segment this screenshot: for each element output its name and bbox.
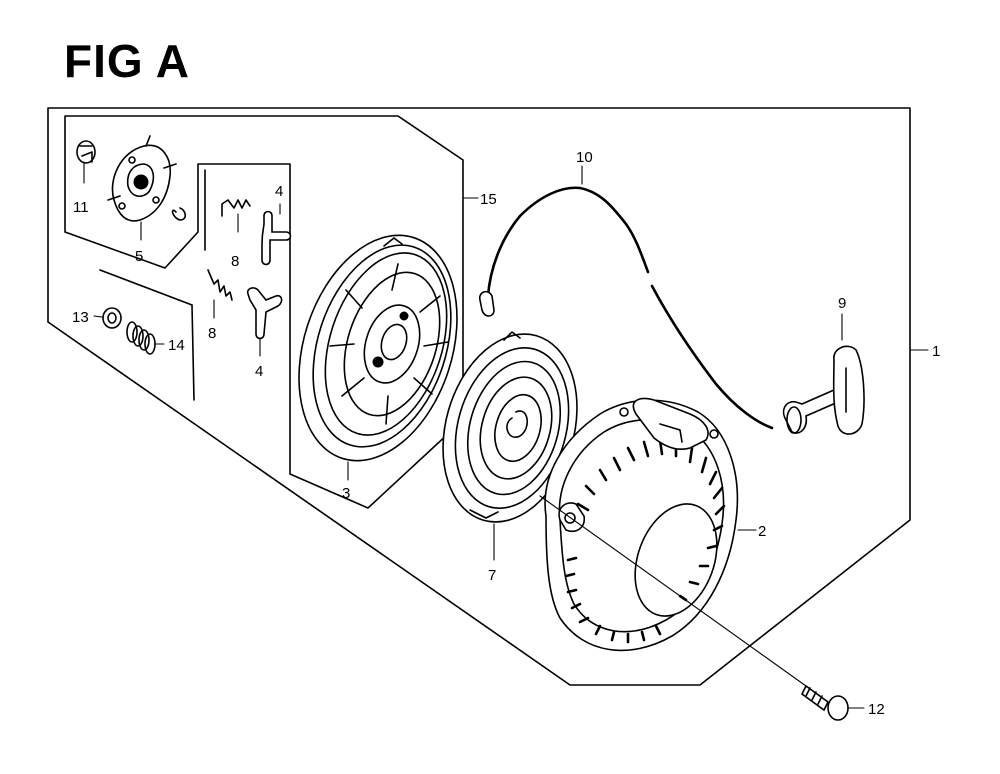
- friction-spring-part: [126, 321, 165, 355]
- reel-subassembly-outline: [64, 115, 464, 509]
- starter-reel-part: [298, 234, 458, 481]
- callout-label: 7: [488, 567, 496, 584]
- callout-label: 4: [275, 183, 283, 200]
- callout-label: 13: [72, 309, 89, 326]
- flange-bolt-part: [539, 495, 865, 721]
- ratchet-spring-upper-part: [221, 199, 251, 233]
- callout-label: 1: [932, 343, 940, 360]
- callout-label: 2: [758, 523, 766, 540]
- callout-label: 5: [135, 248, 143, 265]
- hardware-divider-tick: [191, 304, 195, 401]
- starter-rope-part: [478, 165, 774, 430]
- friction-plate-part: [93, 307, 122, 329]
- callout-label: 12: [868, 701, 885, 718]
- ratchet-lower-part: [246, 287, 283, 357]
- callout-label: 15: [480, 191, 497, 208]
- callout-label: 8: [231, 253, 239, 270]
- hardware-divider-line: [99, 269, 193, 306]
- ratchet-upper-part: [261, 203, 292, 266]
- callout-label: 10: [576, 149, 593, 166]
- callout-label: 11: [73, 199, 89, 216]
- setting-bolt-part: [76, 140, 96, 184]
- figure-title: FIG A: [64, 35, 190, 87]
- ratchet-spring-lower-part: [207, 269, 233, 319]
- callout-label: 8: [208, 325, 216, 342]
- ratchet-guide-part: [107, 135, 187, 241]
- callout-label: 9: [838, 295, 846, 312]
- recoil-spring-part: [442, 331, 578, 561]
- callout-label: 4: [255, 363, 263, 380]
- starter-case-part: [544, 397, 757, 652]
- callout-label: 3: [342, 485, 350, 502]
- callout-label: 14: [168, 337, 185, 354]
- starter-grip-part: [782, 313, 865, 435]
- assembly-boundary-outline: [47, 107, 911, 686]
